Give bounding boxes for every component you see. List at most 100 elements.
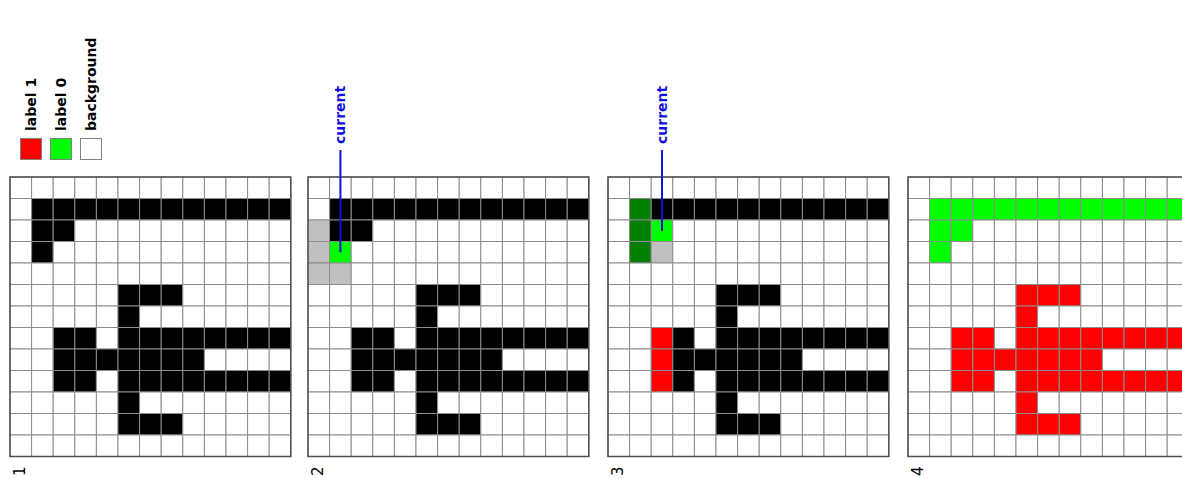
grid-cell <box>951 392 973 414</box>
grid-cell <box>1146 435 1168 457</box>
grid-cell <box>567 242 589 264</box>
grid-cell <box>226 328 248 350</box>
grid-cell <box>330 328 352 350</box>
grid-cell <box>351 177 373 199</box>
grid-cell <box>481 242 503 264</box>
grid-cell <box>183 371 205 393</box>
grid-cell <box>204 435 226 457</box>
grid-cell <box>10 220 32 242</box>
grid-cell <box>759 263 781 285</box>
grid-cell <box>373 306 395 328</box>
grid-cell <box>204 392 226 414</box>
grid-cell <box>1038 242 1060 264</box>
grid-cell <box>96 242 118 264</box>
grid-cell <box>824 242 846 264</box>
grid-cell <box>416 349 438 371</box>
grid-cell <box>481 306 503 328</box>
grid-cell <box>738 435 760 457</box>
grid-cell <box>1146 306 1168 328</box>
grid-cell <box>248 220 270 242</box>
grid-cell <box>140 199 162 221</box>
grid-cell <box>846 199 868 221</box>
grid-cell <box>204 220 226 242</box>
grid-cell <box>75 177 97 199</box>
grid-cell <box>308 435 330 457</box>
grid-cell <box>1124 242 1146 264</box>
legend-swatch <box>50 138 72 160</box>
grid-cell <box>118 328 140 350</box>
grid-cell <box>140 220 162 242</box>
grid-cell <box>781 242 803 264</box>
grid-cell <box>438 177 460 199</box>
grid-cell <box>308 263 330 285</box>
grid-cell <box>546 220 568 242</box>
grid-cell <box>824 414 846 436</box>
grid-cell <box>502 242 524 264</box>
grid-cell <box>1081 349 1103 371</box>
grid-cell <box>481 263 503 285</box>
grid-cell <box>394 177 416 199</box>
grid-cell <box>75 328 97 350</box>
grid-cell <box>1146 392 1168 414</box>
grid-cell <box>716 220 738 242</box>
grid-cell <box>96 306 118 328</box>
grid-cell <box>524 371 546 393</box>
grid-cell <box>161 349 183 371</box>
grid-cell <box>673 349 695 371</box>
grid-cell <box>161 414 183 436</box>
grid-cell <box>994 328 1016 350</box>
legend-label: label 1 <box>23 78 39 131</box>
grid-cell <box>694 263 716 285</box>
grid-cell <box>930 371 952 393</box>
grid-cell <box>32 349 54 371</box>
grid-cell <box>1167 285 1182 307</box>
grid-cell <box>1059 306 1081 328</box>
grid-cell <box>438 306 460 328</box>
grid-cell <box>183 349 205 371</box>
grid-cell <box>308 242 330 264</box>
grid-cell <box>10 263 32 285</box>
grid-cell <box>908 306 930 328</box>
grid-cell <box>651 392 673 414</box>
grid-cell <box>1081 285 1103 307</box>
grid-cell <box>630 285 652 307</box>
grid-cell <box>269 220 291 242</box>
grid-cell <box>759 199 781 221</box>
grid-cell <box>973 199 995 221</box>
grid-cell <box>269 199 291 221</box>
grid-cell <box>973 306 995 328</box>
grid-cell <box>75 414 97 436</box>
grid-cell <box>248 392 270 414</box>
grid-cell <box>846 242 868 264</box>
grid-cell <box>1167 220 1182 242</box>
grid-cell <box>161 392 183 414</box>
grid-cell <box>394 242 416 264</box>
grid-cell <box>1038 328 1060 350</box>
grid-border <box>608 177 889 457</box>
grid-cell <box>738 392 760 414</box>
grid-cell <box>759 435 781 457</box>
grid-cell <box>161 263 183 285</box>
grid-cell <box>53 414 75 436</box>
grid-cell <box>759 285 781 307</box>
grid-cell <box>248 177 270 199</box>
grid-cell <box>226 435 248 457</box>
grid-cell <box>226 242 248 264</box>
grid-cell <box>673 414 695 436</box>
grid-cell <box>204 285 226 307</box>
grid-cell <box>930 285 952 307</box>
grid-cell <box>10 392 32 414</box>
grid-cell <box>567 371 589 393</box>
grid-cell <box>351 199 373 221</box>
grid-cell <box>802 177 824 199</box>
grid-cell <box>716 285 738 307</box>
grid-cell <box>759 392 781 414</box>
grid-cell <box>546 242 568 264</box>
grid-cell <box>738 263 760 285</box>
grid-cell <box>161 435 183 457</box>
grid-cell <box>867 349 889 371</box>
grid-cell <box>738 242 760 264</box>
grid-cell <box>994 349 1016 371</box>
grid-cell <box>183 199 205 221</box>
